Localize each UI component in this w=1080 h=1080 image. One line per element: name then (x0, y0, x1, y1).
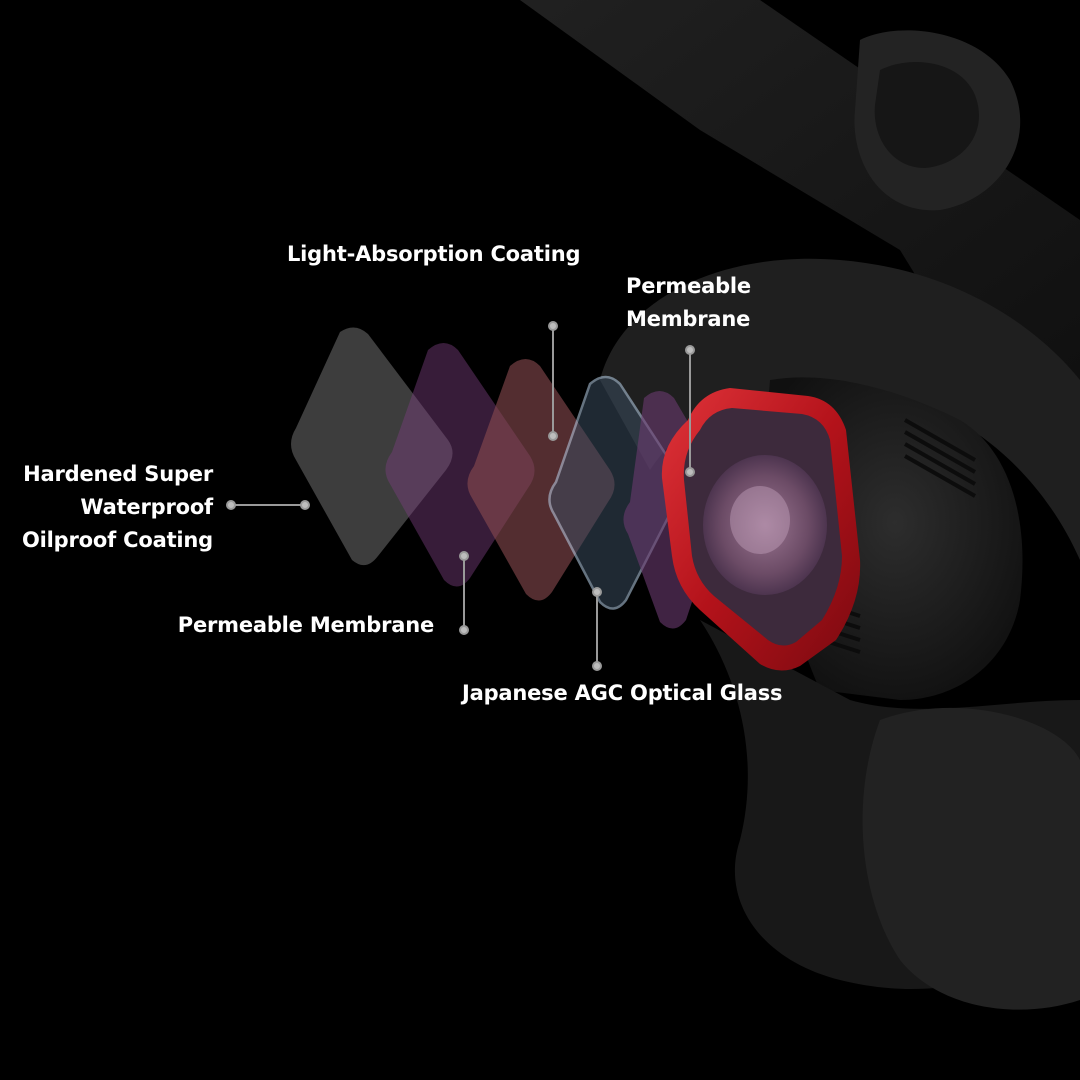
label-agc-glass-text: Japanese AGC Optical Glass (462, 681, 783, 705)
label-permeable-top-line2: Membrane (626, 307, 751, 331)
label-hardened-line1: Hardened Super (23, 462, 213, 486)
label-hardened-coating: Hardened Super Waterproof Oilproof Coati… (20, 458, 213, 557)
label-permeable-bottom-text: Permeable Membrane (177, 613, 434, 637)
leader-lines (226, 321, 695, 671)
label-permeable-bottom: Permeable Membrane (150, 609, 434, 642)
layer-hardened-coating (291, 327, 453, 566)
label-light-absorption: Light-Absorption Coating (287, 238, 580, 271)
label-hardened-line2: Waterproof (80, 495, 213, 519)
label-permeable-top-line1: Permeable (626, 274, 751, 298)
label-agc-glass: Japanese AGC Optical Glass (462, 677, 783, 710)
label-light-absorption-text: Light-Absorption Coating (287, 242, 581, 266)
filter-frame (661, 388, 861, 671)
label-hardened-line3: Oilproof Coating (22, 528, 213, 552)
label-permeable-top: Permeable Membrane (626, 270, 751, 336)
